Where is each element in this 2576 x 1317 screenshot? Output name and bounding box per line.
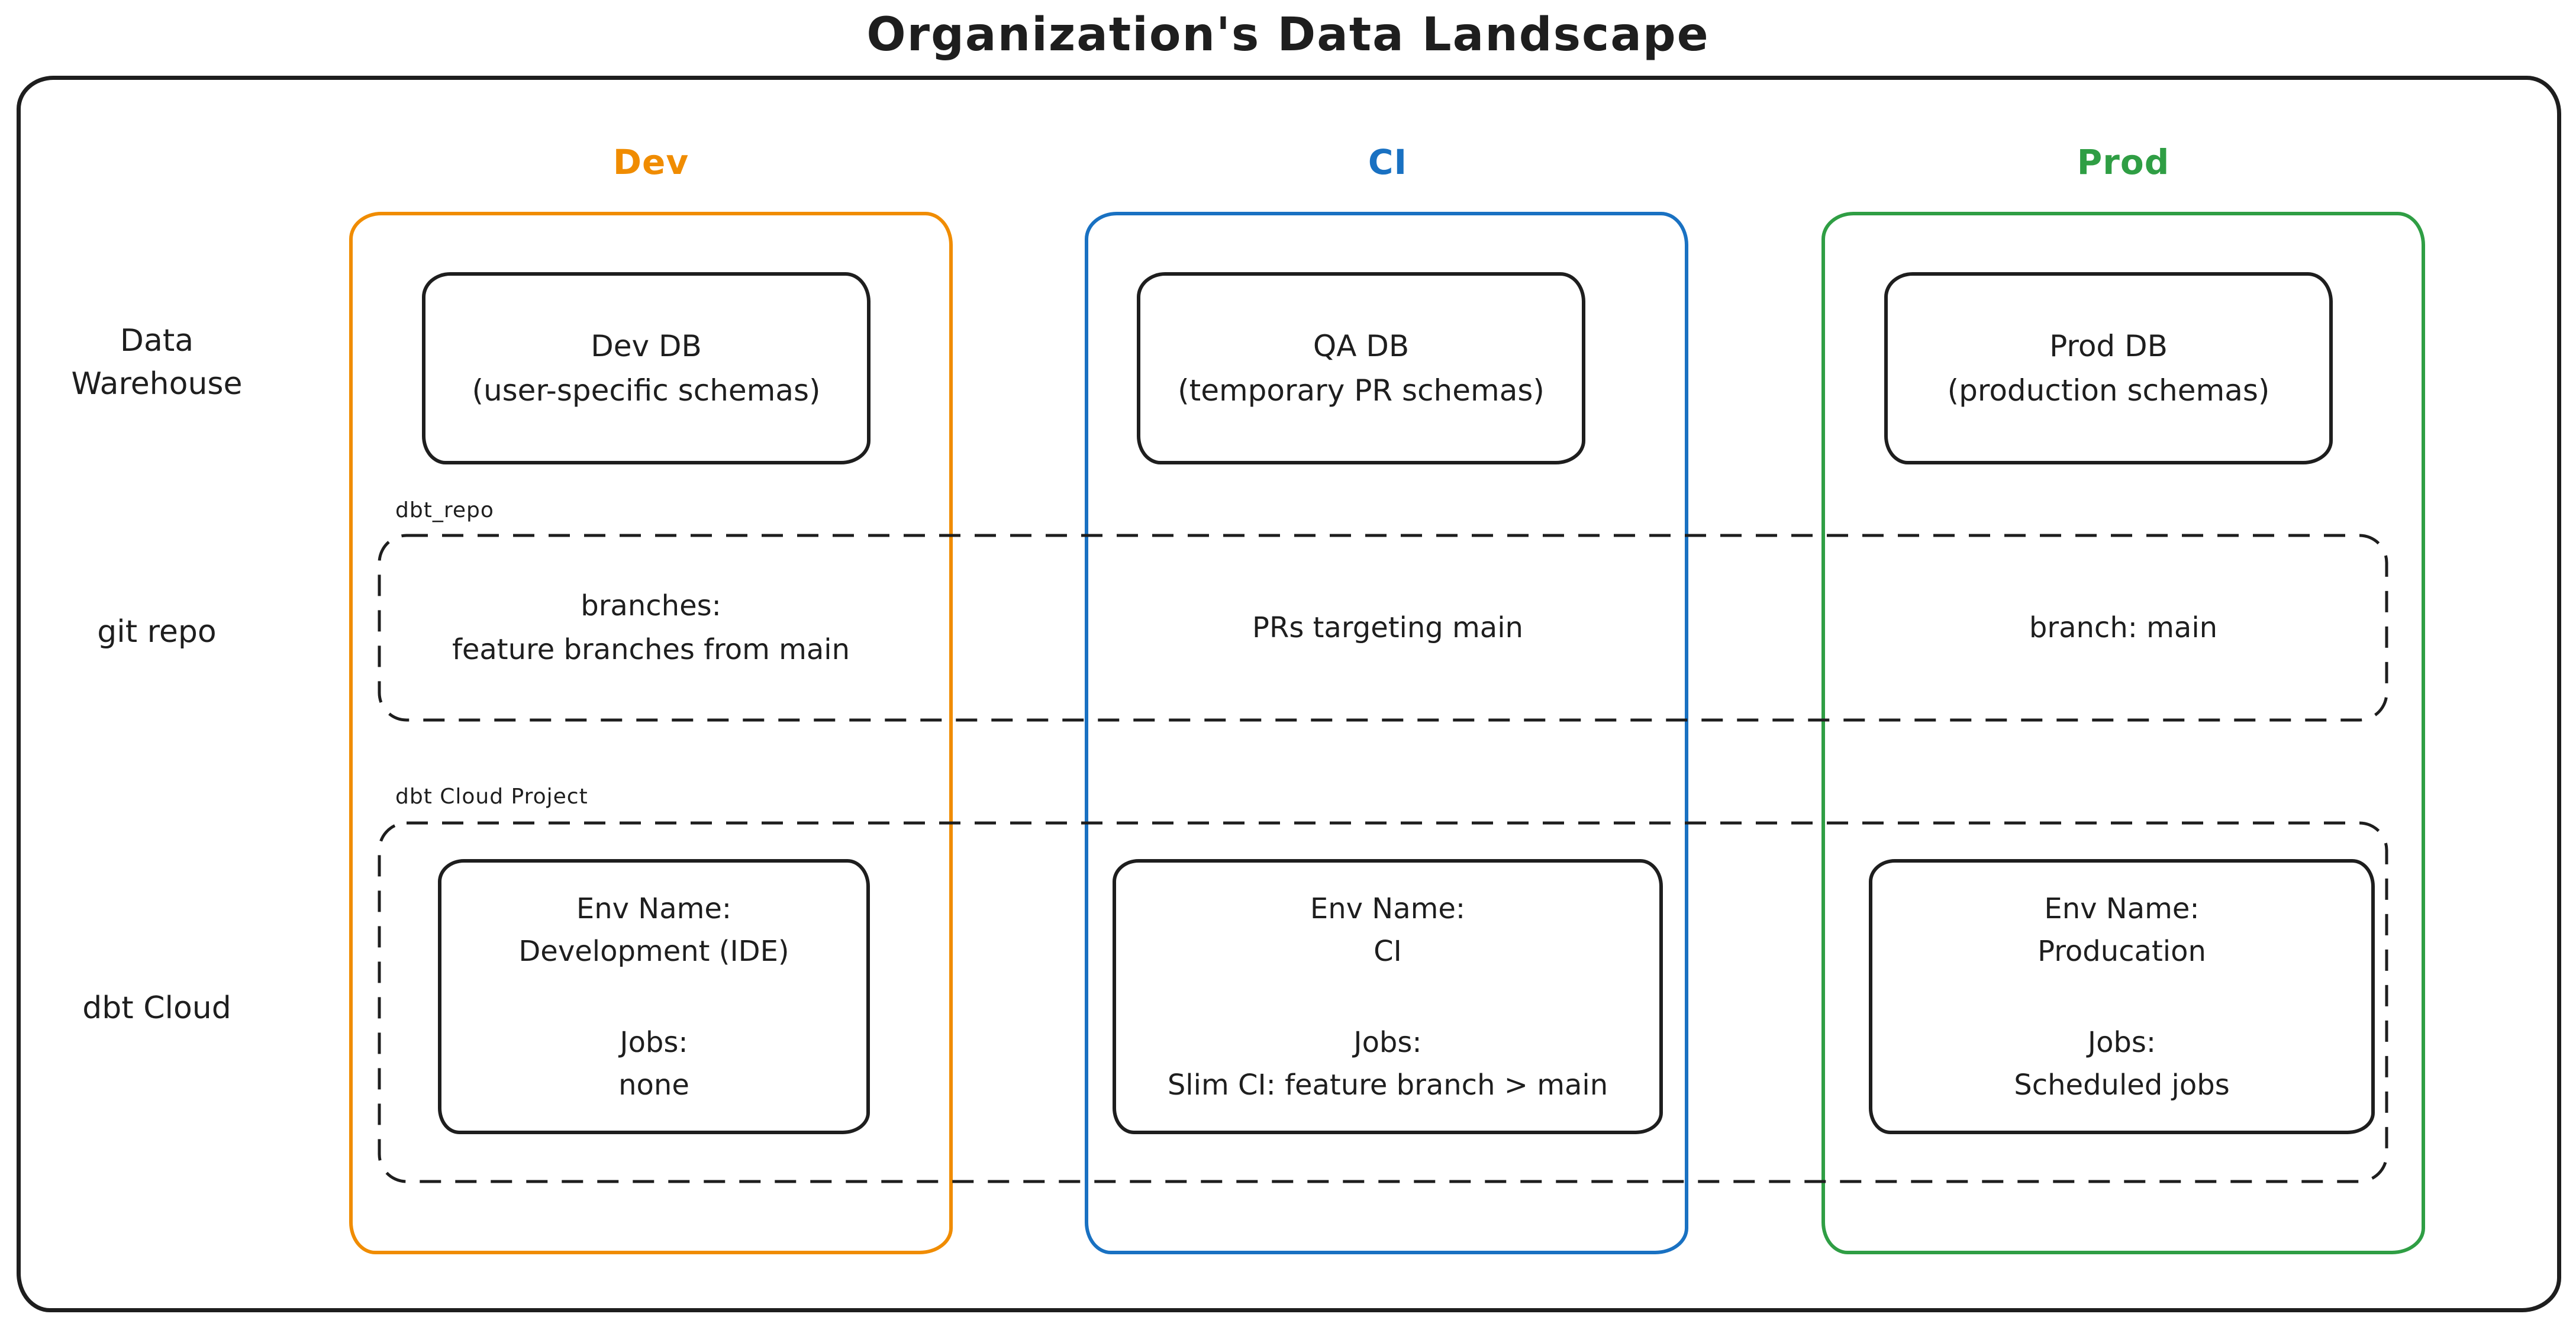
diagram-title: Organization's Data Landscape xyxy=(866,8,1710,62)
git-cell-ci-text: PRs targeting main xyxy=(1252,611,1523,644)
dev-env-name-label: Env Name: xyxy=(576,892,732,925)
row-label-dbt-cloud: dbt Cloud xyxy=(82,990,231,1026)
column-box-dev xyxy=(349,212,953,1254)
prod-jobs-label: Jobs: xyxy=(2087,1025,2156,1059)
dev-db-box: Dev DB (user-specific schemas) xyxy=(422,272,871,464)
column-box-ci xyxy=(1085,212,1688,1254)
dev-jobs-value: none xyxy=(618,1068,689,1102)
git-cell-dev: branches: feature branches from main xyxy=(396,534,905,722)
ci-env-name-value: CI xyxy=(1374,934,1402,968)
column-box-prod xyxy=(1821,212,2425,1254)
column-header-prod: Prod xyxy=(2077,142,2170,182)
qa-db-text: QA DB (temporary PR schemas) xyxy=(1178,328,1545,408)
git-cell-dev-text: branches: feature branches from main xyxy=(452,589,850,666)
dbt-cloud-project-group-label: dbt Cloud Project xyxy=(395,785,588,809)
git-cell-ci: PRs targeting main xyxy=(1133,534,1642,722)
prod-env-name-value: Producation xyxy=(2037,934,2206,968)
column-header-dev: Dev xyxy=(612,142,689,182)
git-repo-group-label: dbt_repo xyxy=(395,498,494,522)
column-header-ci: CI xyxy=(1368,142,1408,182)
qa-db-box: QA DB (temporary PR schemas) xyxy=(1137,272,1585,464)
dev-db-text: Dev DB (user-specific schemas) xyxy=(472,328,821,408)
dev-env-name-value: Development (IDE) xyxy=(518,934,789,968)
git-cell-prod: branch: main xyxy=(1869,534,2378,722)
ci-jobs-label: Jobs: xyxy=(1353,1025,1422,1059)
row-label-data-warehouse: Data Warehouse xyxy=(71,323,243,402)
dev-jobs-label: Jobs: xyxy=(620,1025,688,1059)
prod-env-box: Env Name: Producation Jobs: Scheduled jo… xyxy=(1869,859,2375,1134)
ci-env-box: Env Name: CI Jobs: Slim CI: feature bran… xyxy=(1113,859,1663,1134)
prod-db-box: Prod DB (production schemas) xyxy=(1884,272,2333,464)
row-label-git-repo: git repo xyxy=(97,614,217,650)
ci-env-name-label: Env Name: xyxy=(1310,892,1466,925)
git-cell-prod-text: branch: main xyxy=(2029,611,2218,644)
prod-db-text: Prod DB (production schemas) xyxy=(1947,328,2270,408)
git-repo-dashed-box xyxy=(378,534,2388,722)
dev-env-box: Env Name: Development (IDE) Jobs: none xyxy=(438,859,870,1134)
ci-jobs-value: Slim CI: feature branch > main xyxy=(1167,1068,1608,1102)
prod-env-name-label: Env Name: xyxy=(2044,892,2200,925)
prod-jobs-value: Scheduled jobs xyxy=(2014,1068,2230,1102)
outer-frame xyxy=(17,76,2561,1312)
dbt-cloud-project-dashed-box xyxy=(378,821,2388,1183)
